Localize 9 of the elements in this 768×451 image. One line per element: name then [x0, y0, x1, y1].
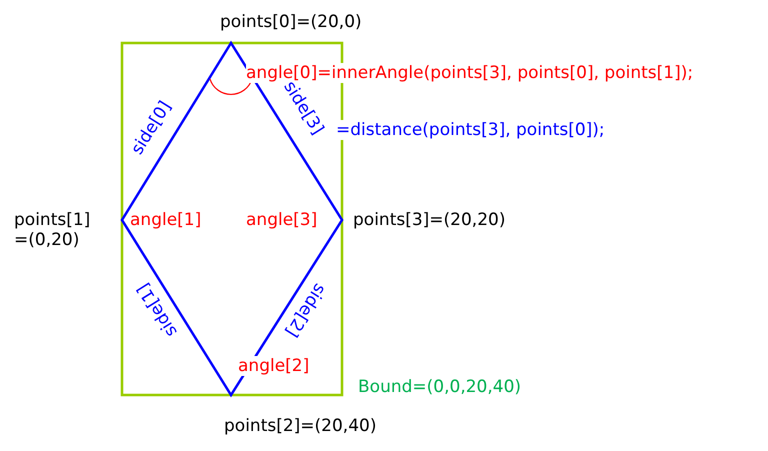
angle-label: angle[3]	[246, 210, 318, 230]
bound-label: Bound=(0,0,20,40)	[358, 377, 522, 397]
formula-text: angle[0]=innerAngle(points[3], points[0], points[1]);	[246, 63, 694, 83]
point-label: points[0]=(20,0)	[220, 12, 362, 32]
angle-label: angle[2]	[238, 356, 310, 376]
point-label: points[2]=(20,40)	[224, 416, 376, 436]
formula-text: =distance(points[3], points[0]);	[336, 120, 605, 140]
angle-label: angle[1]	[130, 210, 202, 230]
point-label: points[3]=(20,20)	[353, 210, 506, 230]
